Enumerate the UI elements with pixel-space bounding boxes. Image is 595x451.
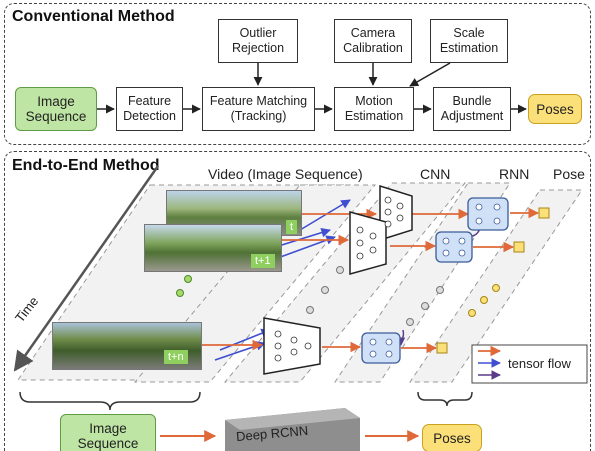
e2e-poses-box: Poses: [422, 424, 482, 451]
rnn-progress-dots: [406, 286, 444, 326]
orange-tensor-arrows: [200, 207, 540, 354]
feature-matching-box: Feature Matching (Tracking): [202, 87, 315, 131]
pose-progress-dots: [468, 284, 500, 317]
frame-tag-t: t: [286, 220, 298, 234]
conventional-title: Conventional Method: [12, 8, 175, 25]
video-label: Video (Image Sequence): [208, 166, 363, 182]
rnn-label: RNN: [499, 166, 530, 182]
bottom-braces: [19, 391, 473, 411]
cnn-progress-dots: [306, 266, 344, 314]
conv-poses-box: Poses: [528, 94, 582, 124]
bundle-adjustment-box: Bundle Adjustment: [433, 87, 511, 131]
end-to-end-panel: [4, 151, 591, 451]
cnn-neurons: [274, 196, 404, 362]
camera-calibration-box: Camera Calibration: [334, 19, 412, 63]
conventional-panel: [4, 3, 591, 145]
feature-detection-box: Feature Detection: [116, 87, 183, 131]
legend-tensor-flow: tensor flow: [508, 356, 571, 371]
e2e-image-sequence-box: Image Sequence: [60, 414, 156, 451]
motion-estimation-box: Motion Estimation: [334, 87, 414, 131]
frame-tag-tn: t+n: [164, 350, 188, 364]
outlier-rejection-box: Outlier Rejection: [218, 19, 298, 63]
deep-rcnn-box: [225, 408, 360, 451]
scale-estimation-box: Scale Estimation: [430, 19, 508, 63]
legend: [471, 344, 588, 384]
frame-tag-t1: t+1: [251, 254, 275, 268]
rnn-neurons: [369, 203, 501, 358]
cnn-label: CNN: [420, 166, 451, 182]
pose-outputs: [436, 207, 550, 354]
time-arrow: [13, 165, 160, 372]
conv-image-sequence-box: Image Sequence: [15, 87, 97, 131]
pose-label: Pose: [553, 166, 585, 182]
end-to-end-title: End-to-End Method: [12, 157, 160, 174]
